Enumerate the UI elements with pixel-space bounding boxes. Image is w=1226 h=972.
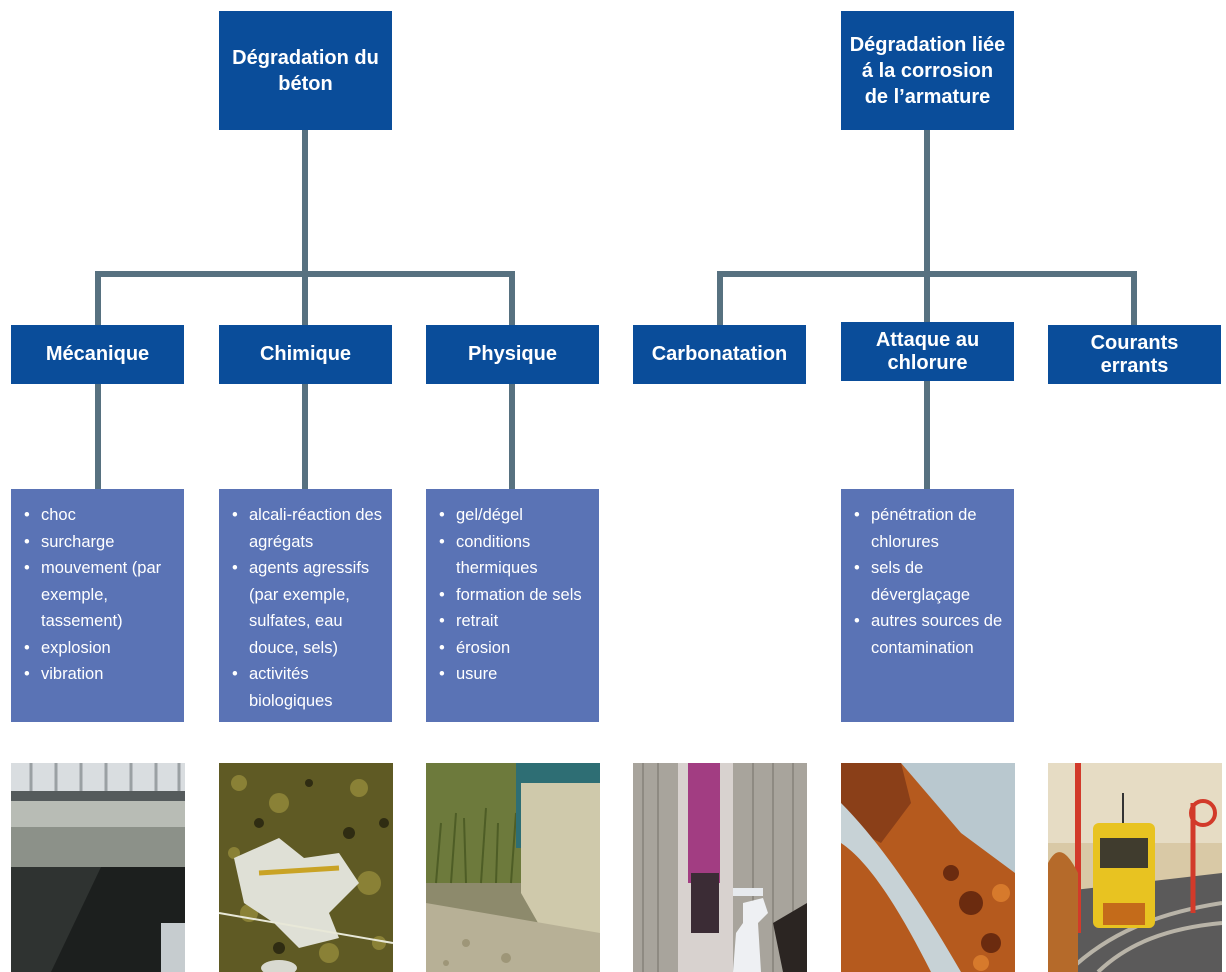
category-courants-errants: Courants errants — [1048, 325, 1221, 384]
list-item: pénétration de chlorures — [849, 502, 1010, 555]
list-item: retrait — [434, 608, 595, 635]
photo-carbonation-test — [633, 763, 807, 972]
photo-physical-erosion — [426, 763, 600, 972]
root-box-degradation-corrosion: Dégradation liée á la corrosion de l’arm… — [841, 11, 1014, 130]
list-item: mouvement (par exemple, tassement) — [19, 555, 180, 635]
photo-bridge — [11, 763, 185, 972]
list-box-chimique: alcali-réaction des agrégats agents agre… — [219, 489, 392, 722]
list-item: agents agressifs (par exemple, sulfates,… — [227, 555, 388, 661]
list-item: érosion — [434, 635, 595, 662]
category-chimique: Chimique — [219, 325, 392, 384]
photo-rebar-corrosion — [841, 763, 1015, 972]
list-item: activités biologiques — [227, 661, 388, 714]
list-item: surcharge — [19, 529, 180, 556]
category-attaque-chlorure: Attaque au chlorure — [841, 322, 1014, 381]
list-item: sels de déverglaçage — [849, 555, 1010, 608]
list-item: conditions thermiques — [434, 529, 595, 582]
list-item: gel/dégel — [434, 502, 595, 529]
list-box-mecanique: choc surcharge mouvement (par exemple, t… — [11, 489, 184, 722]
list-item: alcali-réaction des agrégats — [227, 502, 388, 555]
list-item: usure — [434, 661, 595, 688]
list-item: explosion — [19, 635, 180, 662]
category-carbonatation: Carbonatation — [633, 325, 806, 384]
category-physique: Physique — [426, 325, 599, 384]
category-mecanique: Mécanique — [11, 325, 184, 384]
root-box-degradation-beton: Dégradation du béton — [219, 11, 392, 130]
photo-alkali-reaction — [219, 763, 393, 972]
list-box-physique: gel/dégel conditions thermiques formatio… — [426, 489, 599, 722]
photo-tram — [1048, 763, 1222, 972]
list-item: autres sources de contamination — [849, 608, 1010, 661]
list-box-attaque-chlorure: pénétration de chlorures sels de dévergl… — [841, 489, 1014, 722]
list-item: vibration — [19, 661, 180, 688]
list-item: formation de sels — [434, 582, 595, 609]
list-item: choc — [19, 502, 180, 529]
